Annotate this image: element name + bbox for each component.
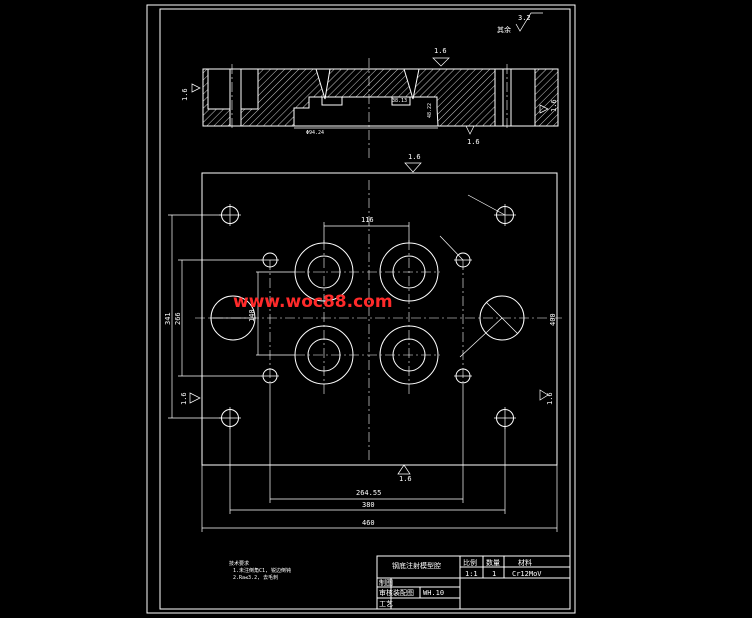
svg-text:WH.10: WH.10 <box>423 589 444 597</box>
svg-text:Φ94.24: Φ94.24 <box>306 130 324 136</box>
svg-text:341: 341 <box>164 312 172 325</box>
outer-border <box>146 4 576 614</box>
svg-text:1.6: 1.6 <box>399 475 412 483</box>
section-annotations: 1.6 1.6 1.6 1.6 Φ94.24 48.22 38.13 <box>181 47 558 146</box>
svg-text:380: 380 <box>362 501 375 509</box>
svg-text:1.6: 1.6 <box>546 392 554 405</box>
svg-text:1.6: 1.6 <box>467 138 480 146</box>
svg-text:比例: 比例 <box>463 558 477 567</box>
svg-text:1: 1 <box>492 570 496 578</box>
svg-text:Cr12MoV: Cr12MoV <box>512 570 542 578</box>
svg-text:48.22: 48.22 <box>427 103 433 118</box>
title-block: 钢底注射模型腔 比例 数量 材料 1:1 1 Cr12MoV 制图 审核 工艺 … <box>376 555 571 610</box>
corner-hole-br <box>494 407 516 429</box>
svg-text:264.55: 264.55 <box>356 489 381 497</box>
cavity-4 <box>379 325 439 385</box>
technical-notes: 技术要求 1.未注倒角C1, 锐边倒钝 2.Ra≤3.2, 去毛刺 <box>229 560 291 581</box>
svg-text:制图: 制图 <box>379 578 393 587</box>
svg-text:其余: 其余 <box>497 25 511 34</box>
svg-text:38.13: 38.13 <box>392 98 407 104</box>
guide-hole-left <box>210 295 256 341</box>
svg-text:数量: 数量 <box>486 558 500 567</box>
svg-text:1.6: 1.6 <box>181 88 189 101</box>
svg-text:116: 116 <box>361 216 374 224</box>
small-hole-1 <box>261 252 279 268</box>
small-hole-3 <box>261 368 279 384</box>
svg-text:钢底注射模型腔: 钢底注射模型腔 <box>392 561 441 570</box>
svg-text:工艺: 工艺 <box>379 600 393 608</box>
svg-text:3.2: 3.2 <box>518 14 531 22</box>
svg-text:2.Ra≤3.2, 去毛刺: 2.Ra≤3.2, 去毛刺 <box>233 574 278 581</box>
plan-dimensions: 116 341 266 140 400 264.55 380 460 <box>164 173 558 532</box>
svg-text:技术要求: 技术要求 <box>229 560 249 567</box>
svg-text:1.6: 1.6 <box>180 392 188 405</box>
inner-frame <box>159 8 571 610</box>
general-roughness: 3.2 其余 <box>497 12 543 34</box>
svg-text:审核: 审核 <box>379 588 393 597</box>
svg-text:1:1: 1:1 <box>465 570 478 578</box>
watermark-text: www.woc88.com <box>233 292 393 312</box>
svg-text:266: 266 <box>174 312 182 325</box>
svg-text:460: 460 <box>362 519 375 527</box>
small-hole-4 <box>454 368 472 384</box>
plan-roughness: 1.6 1.6 1.6 1.6 <box>180 153 554 483</box>
corner-hole-tl <box>219 204 241 226</box>
svg-text:1.6: 1.6 <box>408 153 421 161</box>
svg-text:140: 140 <box>248 309 256 322</box>
svg-text:材料: 材料 <box>518 558 532 567</box>
svg-text:装配图: 装配图 <box>393 588 414 597</box>
corner-hole-bl <box>219 407 241 429</box>
section-view <box>202 58 559 160</box>
svg-text:1.6: 1.6 <box>550 99 558 112</box>
svg-text:1.未注倒角C1, 锐边倒钝: 1.未注倒角C1, 锐边倒钝 <box>233 567 291 574</box>
svg-text:400: 400 <box>549 313 557 326</box>
svg-text:1.6: 1.6 <box>434 47 447 55</box>
